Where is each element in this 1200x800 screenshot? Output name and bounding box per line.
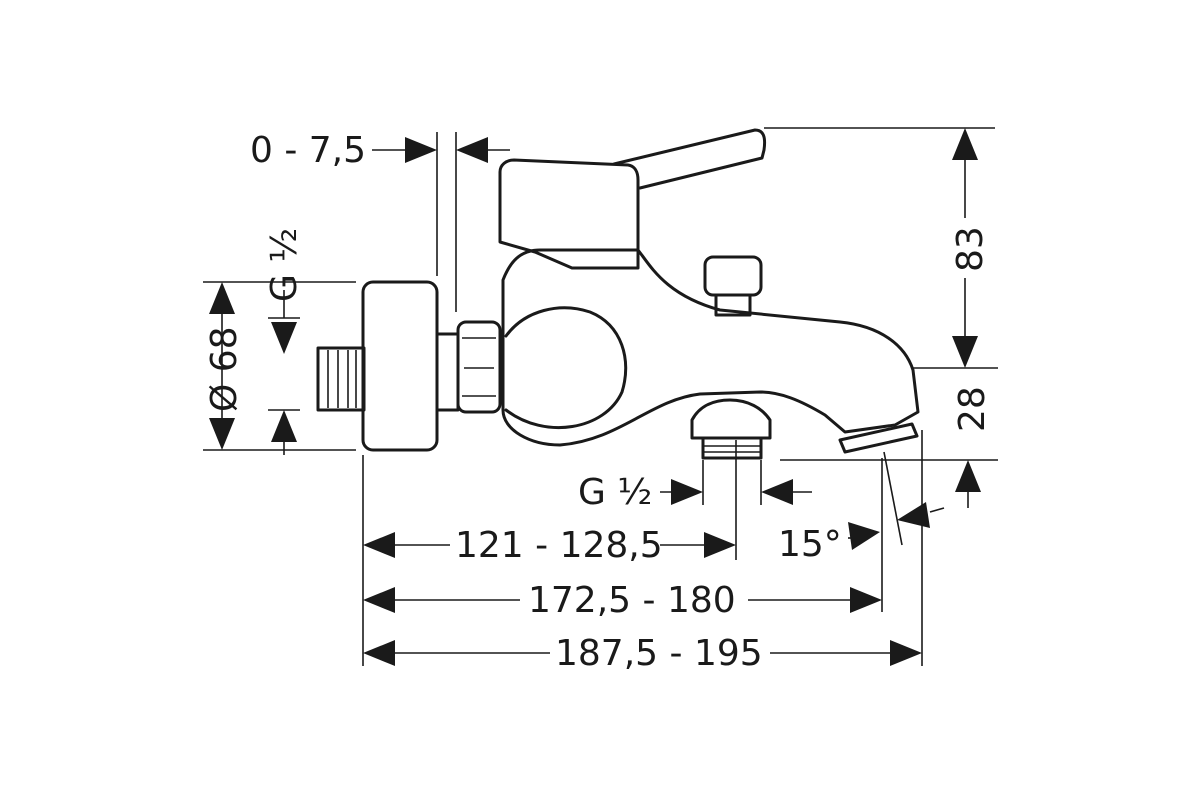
label-thread-outlet: G ½ [578, 472, 652, 513]
arrowhead [761, 479, 793, 505]
arrowhead [952, 128, 978, 160]
arrowhead [897, 502, 930, 528]
arrowhead [850, 587, 882, 613]
label-length-outlet: 121 - 128,5 [455, 525, 663, 566]
inlet-thread [316, 346, 366, 412]
label-angle: 15° [778, 524, 842, 565]
arrowhead [952, 336, 978, 368]
outlet-thread [701, 436, 763, 460]
cartridge-cap [498, 158, 640, 270]
label-offset: 0 - 7,5 [250, 130, 366, 171]
dimension-lines [209, 128, 981, 666]
extension-lines [203, 127, 998, 666]
arrowhead [271, 322, 297, 354]
arrowhead [704, 532, 736, 558]
label-height-spout: 28 [952, 386, 993, 432]
diverter-stem [714, 293, 752, 317]
arrowhead [890, 640, 922, 666]
outlet-nozzle [690, 398, 772, 440]
hex-nut-body [456, 320, 502, 414]
arrowhead [405, 137, 437, 163]
arrowhead [848, 522, 880, 550]
arrowhead [955, 460, 981, 492]
arrowhead [456, 137, 488, 163]
arrowhead [363, 532, 395, 558]
arrowhead [363, 640, 395, 666]
label-thread-inlet: G ½ [264, 228, 305, 302]
dimension-labels: 0 - 7,5 G ½ Ø 68 83 28 G ½ 15° 121 - 128… [204, 130, 993, 674]
arrowhead [209, 282, 235, 314]
arrowhead [363, 587, 395, 613]
mixer-body [501, 248, 920, 447]
arrowhead [209, 418, 235, 450]
hex-nut-lines [462, 337, 496, 397]
inlet-thread-lines [327, 350, 357, 408]
faucet-outline [316, 128, 920, 460]
arrowhead [271, 410, 297, 442]
wall-rosette [361, 280, 439, 452]
hex-nut [435, 332, 460, 412]
label-length-total: 187,5 - 195 [555, 633, 763, 674]
outlet-thread-lines [703, 445, 761, 453]
diverter-knob [703, 255, 763, 297]
arrowhead [671, 479, 703, 505]
body-cutout [504, 306, 628, 430]
label-height-total: 83 [950, 226, 991, 272]
spout-aerator [838, 422, 919, 454]
label-diameter: Ø 68 [204, 326, 245, 412]
lever-handle [612, 128, 767, 190]
label-length-spout: 172,5 - 180 [528, 580, 736, 621]
